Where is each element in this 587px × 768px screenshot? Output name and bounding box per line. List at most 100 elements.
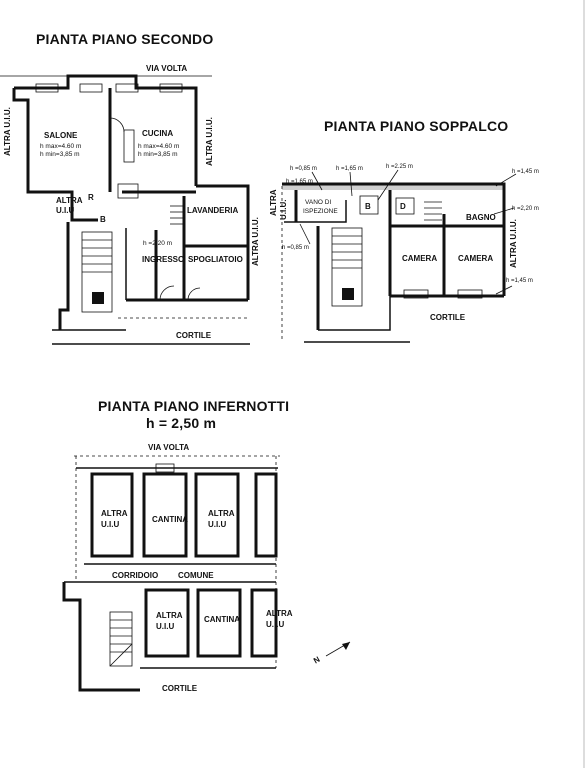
infernotti-altra-a-2: U.I.U bbox=[101, 520, 119, 529]
infernotti-cell-cantina-2 bbox=[196, 588, 242, 658]
infernotti-altra-b-1: ALTRA bbox=[208, 509, 235, 518]
soppalco-vano-wall bbox=[284, 200, 347, 223]
secondo-window-2 bbox=[79, 83, 103, 93]
infernotti-cantina-2: CANTINA bbox=[204, 615, 240, 624]
infernotti-cell-altra-c bbox=[144, 588, 190, 658]
soppalco-h165-left: h =1,65 m bbox=[286, 179, 313, 185]
soppalco-d-label: D bbox=[400, 202, 406, 211]
soppalco-h145-bottom: h =1,45 m bbox=[506, 278, 533, 284]
north-arrow-icon bbox=[325, 641, 351, 657]
infernotti-cell-cantina-1 bbox=[142, 472, 188, 558]
secondo-door-1 bbox=[109, 117, 125, 133]
soppalco-pointer-1 bbox=[311, 171, 323, 191]
secondo-cucina-hmax: h max=4.60 m bbox=[138, 143, 179, 150]
soppalco-altra-left-2: U.I.U. bbox=[279, 200, 288, 220]
infernotti-altra-a-1: ALTRA bbox=[101, 509, 128, 518]
secondo-altra-right: ALTRA U.I.U. bbox=[205, 117, 214, 166]
soppalco-b-box bbox=[359, 195, 379, 215]
soppalco-window-1 bbox=[403, 289, 429, 299]
infernotti-window-top bbox=[155, 463, 175, 473]
secondo-column-block bbox=[117, 183, 139, 199]
secondo-spogliatoio-label: SPOGLIATOIO bbox=[188, 255, 243, 264]
secondo-north-wall bbox=[14, 74, 198, 186]
soppalco-vano-1: VANO DI bbox=[305, 199, 331, 206]
soppalco-h145-top: h =1,45 m bbox=[512, 169, 539, 175]
soppalco-pointer-5 bbox=[493, 207, 515, 215]
secondo-salone-hmax: h max=4.60 m bbox=[40, 143, 81, 150]
secondo-ingresso-height: h =2,20 m bbox=[143, 240, 172, 247]
secondo-window-1 bbox=[35, 83, 59, 93]
plan-secondo bbox=[12, 74, 250, 345]
soppalco-h165-mid: h =1,65 m bbox=[336, 166, 363, 172]
infernotti-cell-altra-d bbox=[250, 588, 278, 658]
soppalco-d-box bbox=[395, 197, 415, 215]
soppalco-altra-left-1: ALTRA bbox=[269, 189, 278, 216]
infernotti-altra-d-1: ALTRA bbox=[266, 609, 293, 618]
soppalco-camera1-label: CAMERA bbox=[402, 254, 437, 263]
soppalco-bagno-label: BAGNO bbox=[466, 213, 496, 222]
infernotti-cell-altra-b bbox=[194, 472, 240, 558]
soppalco-h225: h =2.25 m bbox=[386, 164, 413, 170]
plan-soppalco bbox=[281, 169, 517, 343]
secondo-r-label: R bbox=[88, 193, 94, 202]
infernotti-street-label: VIA VOLTA bbox=[148, 443, 189, 452]
secondo-altra-east: ALTRA U.I.U. bbox=[251, 217, 260, 266]
secondo-lavanderia-label: LAVANDERIA bbox=[187, 206, 238, 215]
secondo-west-wall bbox=[12, 88, 98, 222]
soppalco-staircase bbox=[331, 227, 363, 307]
plan-infernotti-height: h = 2,50 m bbox=[146, 415, 216, 431]
infernotti-cantina-1: CANTINA bbox=[152, 515, 188, 524]
secondo-salone-label: SALONE bbox=[44, 131, 78, 140]
secondo-door-2 bbox=[159, 285, 175, 301]
secondo-salone-hmin: h min=3,85 m bbox=[40, 151, 80, 158]
secondo-cucina-label: CUCINA bbox=[142, 129, 173, 138]
secondo-window-4 bbox=[159, 83, 183, 93]
plan-soppalco-title: PIANTA PIANO SOPPALCO bbox=[324, 118, 508, 134]
secondo-cucina-hmin: h min=3,85 m bbox=[138, 151, 178, 158]
soppalco-altra-right: ALTRA U.I.U. bbox=[509, 219, 518, 268]
infernotti-corridoio-label: CORRIDOIO bbox=[112, 571, 158, 580]
secondo-altra-small-2: U.I.U bbox=[56, 206, 74, 215]
secondo-lavanderia-stair bbox=[170, 205, 184, 225]
soppalco-stair-south-wall bbox=[318, 296, 391, 331]
soppalco-camera2-label: CAMERA bbox=[458, 254, 493, 263]
secondo-altra-left: ALTRA U.I.U. bbox=[3, 107, 12, 156]
infernotti-altra-c-1: ALTRA bbox=[156, 611, 183, 620]
plan-secondo-title: PIANTA PIANO SECONDO bbox=[36, 31, 213, 47]
secondo-window-3 bbox=[115, 83, 139, 93]
infernotti-courtyard-label: CORTILE bbox=[162, 684, 198, 693]
soppalco-pointer-7 bbox=[299, 223, 311, 245]
secondo-street-label: VIA VOLTA bbox=[146, 64, 187, 73]
soppalco-pointer-3 bbox=[377, 169, 399, 201]
infernotti-staircase bbox=[109, 611, 133, 667]
infernotti-cell-altra-a bbox=[90, 472, 134, 558]
soppalco-pointer-2 bbox=[349, 171, 353, 197]
secondo-stair-wall bbox=[58, 222, 70, 330]
soppalco-courtyard-label: CORTILE bbox=[430, 313, 466, 322]
soppalco-b-label: B bbox=[365, 202, 371, 211]
secondo-b-label: B bbox=[100, 215, 106, 224]
soppalco-h220: h =2,20 m bbox=[512, 206, 539, 212]
soppalco-north-wall bbox=[282, 182, 506, 296]
infernotti-altra-b-2: U.I.U bbox=[208, 520, 226, 529]
soppalco-pointer-6 bbox=[495, 285, 513, 295]
plan-infernotti bbox=[62, 455, 351, 692]
soppalco-pointer-4 bbox=[495, 173, 517, 187]
secondo-east-wall bbox=[196, 184, 250, 300]
soppalco-window-2 bbox=[457, 289, 483, 299]
secondo-courtyard-label: CORTILE bbox=[176, 331, 212, 340]
secondo-door-3 bbox=[187, 287, 201, 301]
plan-infernotti-title: PIANTA PIANO INFERNOTTI bbox=[98, 398, 289, 414]
north-label: N bbox=[312, 655, 322, 666]
infernotti-altra-d-2: U.I.U bbox=[266, 620, 284, 629]
soppalco-h085-top: h =0,85 m bbox=[290, 166, 317, 172]
infernotti-stair-walls bbox=[62, 582, 140, 692]
soppalco-h085-bottom: h =0,85 m bbox=[282, 245, 309, 251]
soppalco-vano-2: ISPEZIONE bbox=[303, 208, 338, 215]
infernotti-altra-c-2: U.I.U bbox=[156, 622, 174, 631]
secondo-ingresso-label: INGRESSO bbox=[142, 255, 184, 264]
infernotti-cell-right-top bbox=[254, 472, 278, 558]
secondo-altra-small-1: ALTRA bbox=[56, 196, 83, 205]
infernotti-comune-label: COMUNE bbox=[178, 571, 214, 580]
